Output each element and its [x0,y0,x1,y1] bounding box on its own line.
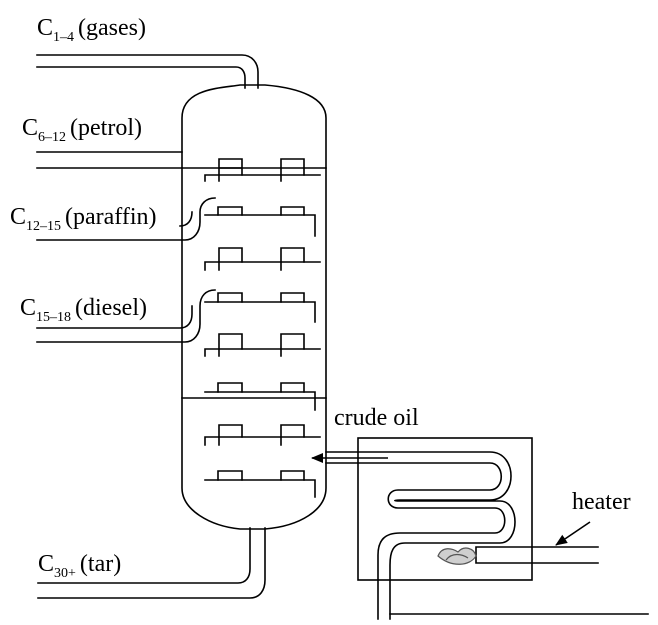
gases-label-sub: 1–4 [53,30,75,45]
tar-outlet-pipe [37,527,266,599]
paraffin-label: C12–15(paraffin) [10,204,157,234]
diesel-label-name: (diesel) [75,295,147,321]
gases-label-main: C [37,15,54,41]
diesel-label-main: C [20,295,37,321]
bubble-caps [204,158,321,498]
paraffin-label-sub: 12–15 [26,219,62,234]
diesel-outlet-inner [36,305,193,329]
distillation-column [181,84,327,530]
tar-label: C30+(tar) [38,551,122,581]
gases-label: C1–4(gases) [37,15,146,45]
trays [181,167,327,399]
gases-outlet-pipe [36,54,259,89]
tar-label-main: C [38,551,55,577]
paraffin-label-main: C [10,204,27,230]
diesel-label-sub: 15–18 [36,310,72,325]
gases-label-name: (gases) [78,15,146,41]
petrol-label-name: (petrol) [70,115,142,141]
heater-label: heater [572,489,631,515]
petrol-label-main: C [22,115,39,141]
heater-box [357,437,533,581]
crude-oil-label: crude oil [334,405,419,431]
heating-coil [325,451,516,620]
heater-arrow [555,521,591,546]
diesel-label: C15–18(diesel) [20,295,147,325]
burner-pipe [475,546,599,564]
tar-label-sub: 30+ [54,566,76,581]
petrol-label-sub: 6–12 [38,130,67,145]
tar-label-name: (tar) [79,551,122,577]
paraffin-label-name: (paraffin) [65,204,157,230]
paraffin-outlet-inner [179,211,193,227]
petrol-label: C6–12(petrol) [22,115,142,145]
paraffin-outlet-pipe [36,167,216,241]
flame-icon [437,547,477,565]
diesel-outlet-pipe [36,289,216,343]
